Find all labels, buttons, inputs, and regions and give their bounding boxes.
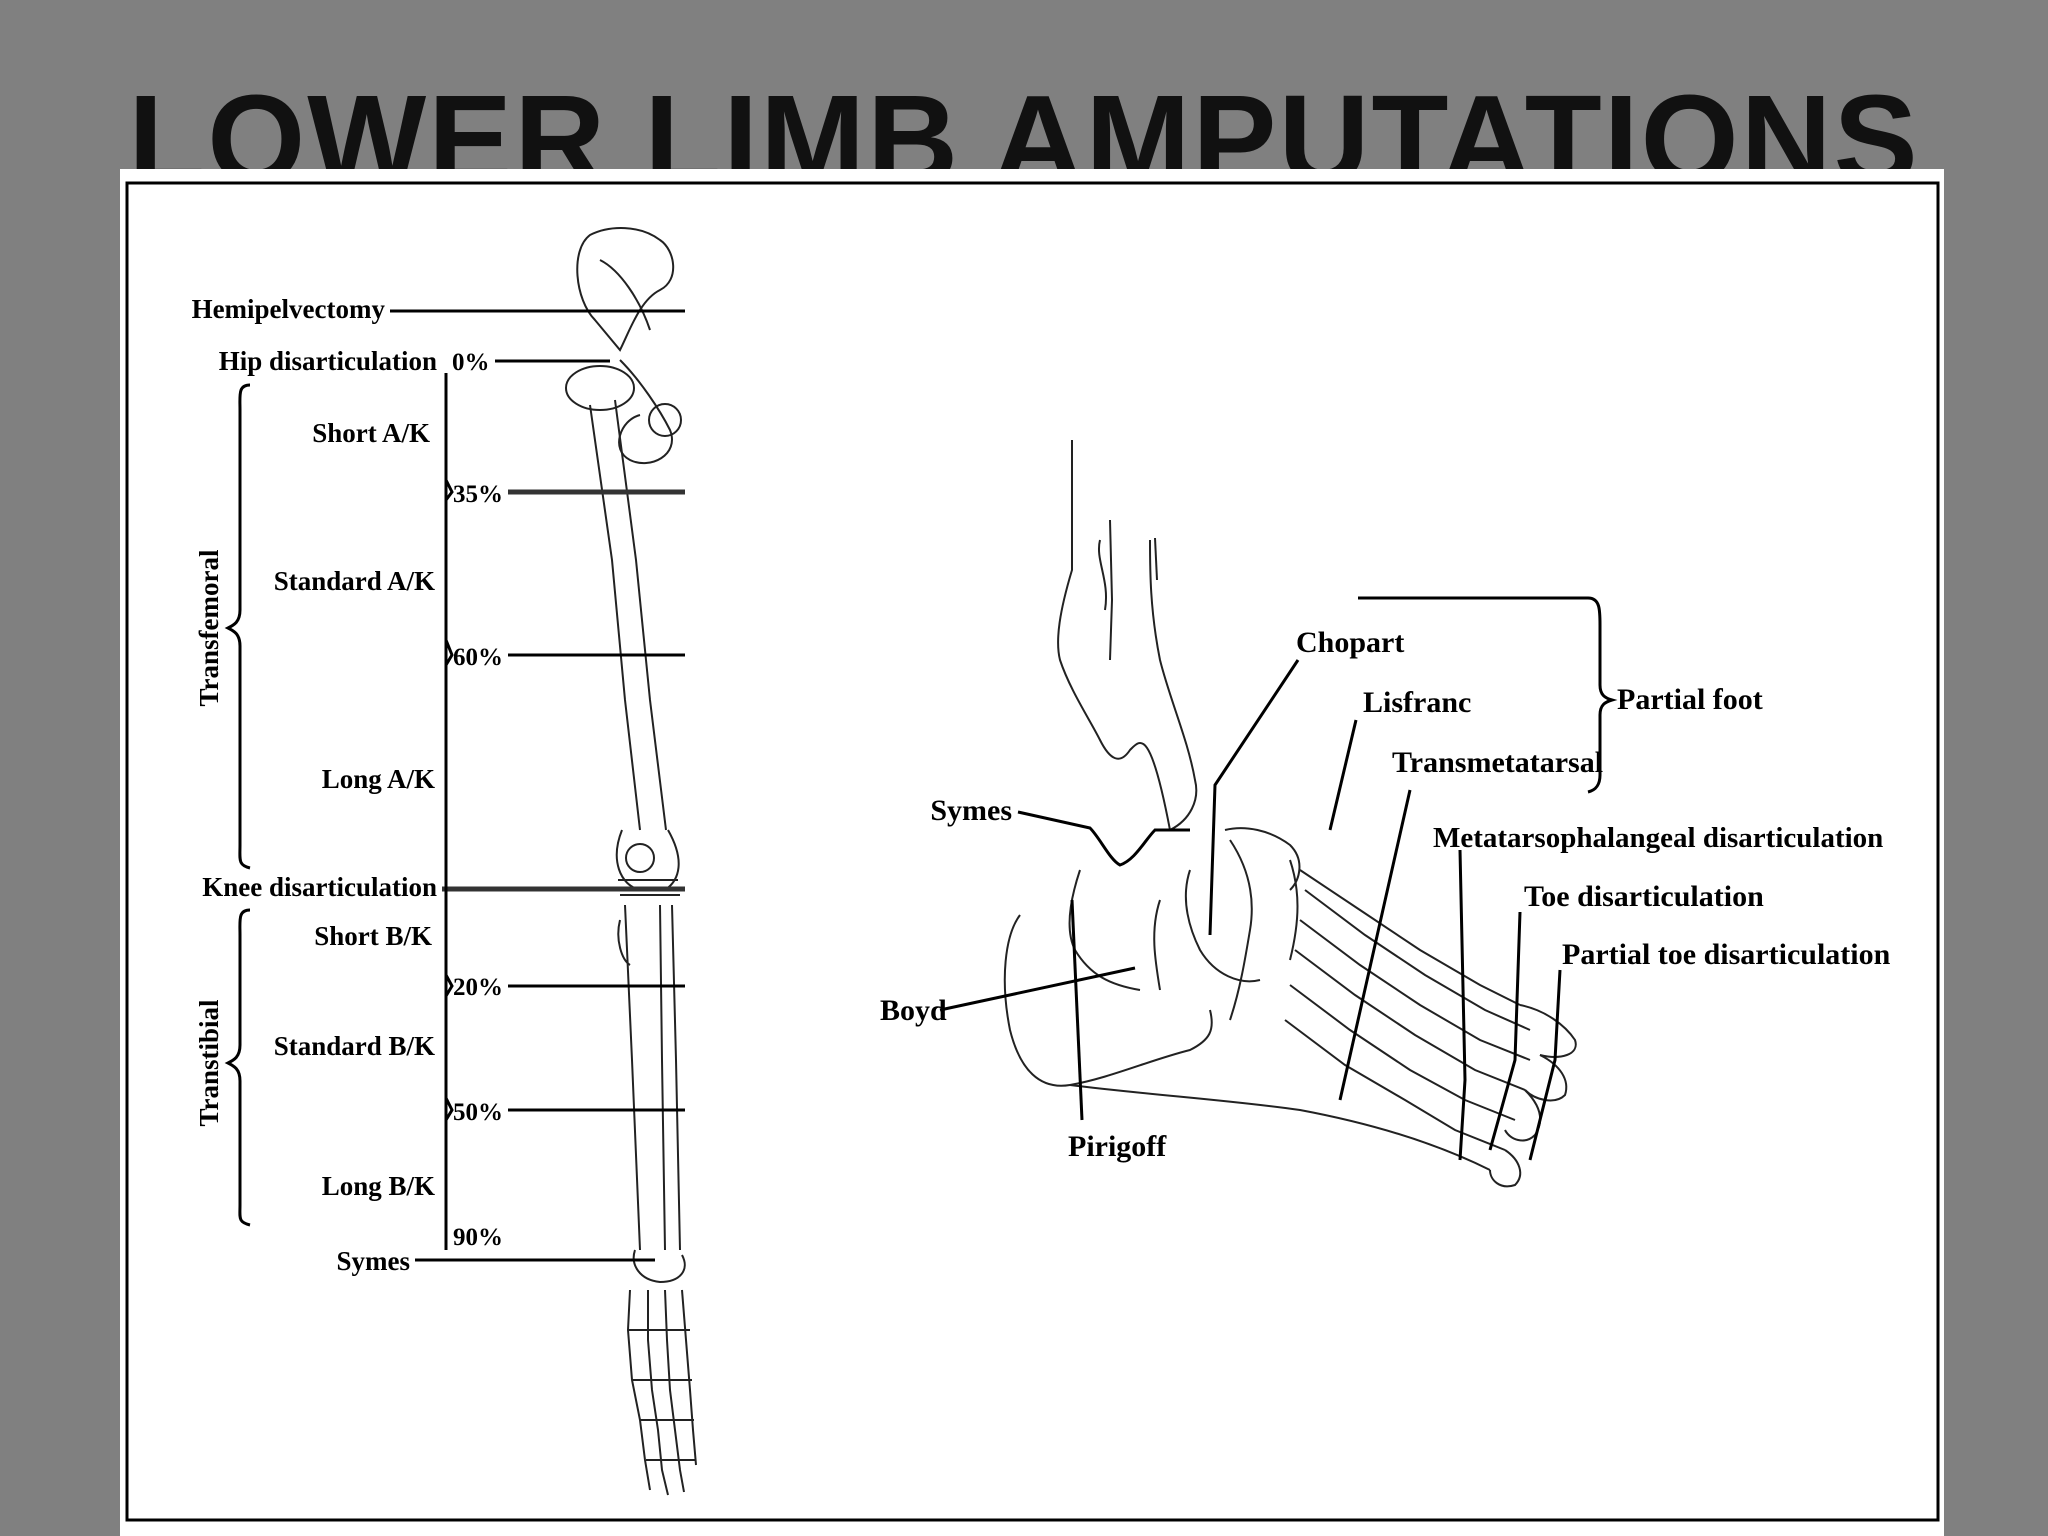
pct-90: 90% <box>453 1224 503 1251</box>
label-transmetatarsal: Transmetatarsal <box>1392 746 1603 779</box>
right-leader-lines <box>939 596 1618 1161</box>
label-metatarsophalangeal: Metatarsophalangeal disarticulation <box>1433 822 1883 854</box>
label-pirigoff: Pirigoff <box>1068 1130 1167 1163</box>
label-hip-disarticulation: Hip disarticulation <box>219 346 437 376</box>
pct-0: 0% <box>452 349 490 376</box>
figure-frame: Hemipelvectomy Hip disarticulation 0% Sh… <box>120 169 1944 1536</box>
label-chopart: Chopart <box>1296 626 1404 659</box>
label-lisfranc: Lisfranc <box>1363 686 1471 719</box>
right-labels: Chopart Lisfranc Transmetatarsal Partial… <box>880 626 1891 1163</box>
label-short-ak: Short A/K <box>312 418 430 448</box>
label-long-bk: Long B/K <box>322 1171 435 1201</box>
label-toe-disarticulation: Toe disarticulation <box>1524 880 1764 913</box>
label-knee-disarticulation: Knee disarticulation <box>202 872 437 902</box>
pct-20: 20% <box>453 974 503 1001</box>
slide-title: LOWER LIMB AMPUTATIONS <box>128 70 1920 174</box>
pct-50: 50% <box>453 1099 503 1126</box>
foot-skeleton <box>1003 440 1577 1188</box>
pct-60: 60% <box>453 644 503 671</box>
label-long-ak: Long A/K <box>322 764 435 794</box>
label-symes-left: Symes <box>337 1246 411 1276</box>
label-partial-toe: Partial toe disarticulation <box>1562 938 1891 971</box>
pct-35: 35% <box>453 481 503 508</box>
left-level-lines <box>224 309 685 1262</box>
label-short-bk: Short B/K <box>314 921 432 951</box>
figure-border <box>125 181 1940 1522</box>
amputation-levels-figure: Hemipelvectomy Hip disarticulation 0% Sh… <box>125 181 1940 1522</box>
label-boyd: Boyd <box>880 994 947 1027</box>
left-labels: Hemipelvectomy Hip disarticulation 0% Sh… <box>192 294 503 1276</box>
group-transfemoral: Transfemoral <box>194 549 224 706</box>
label-symes-right: Symes <box>930 794 1012 827</box>
label-partial-foot: Partial foot <box>1617 683 1763 716</box>
label-hemipelvectomy: Hemipelvectomy <box>192 294 386 324</box>
leg-skeleton <box>565 227 697 1496</box>
label-standard-bk: Standard B/K <box>274 1031 435 1061</box>
label-standard-ak: Standard A/K <box>274 566 435 596</box>
group-transtibial: Transtibial <box>194 999 224 1127</box>
